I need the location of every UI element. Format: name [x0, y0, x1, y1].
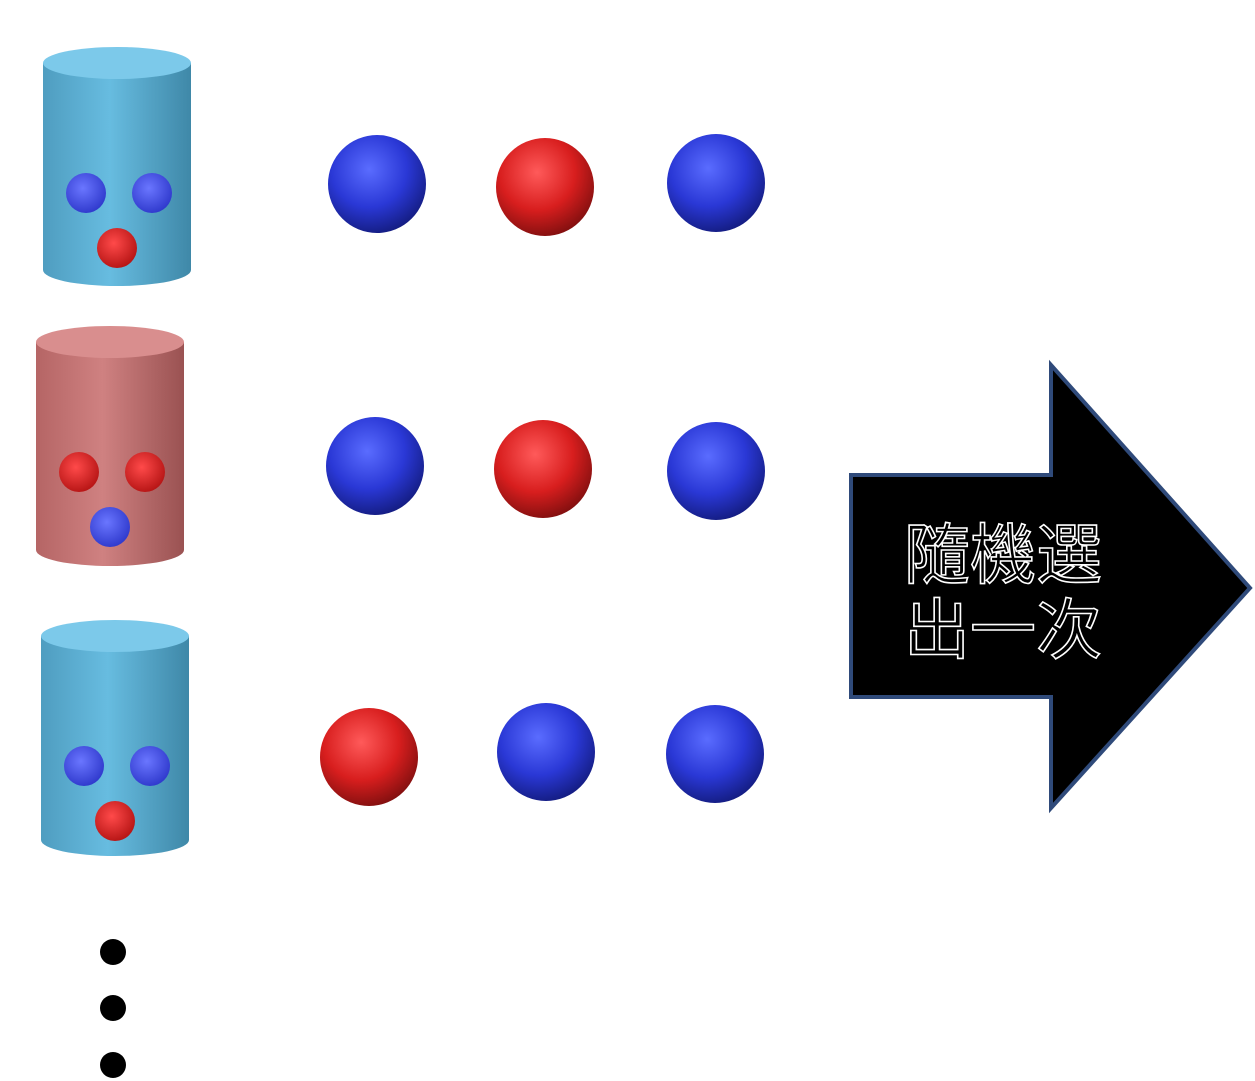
ellipsis-dot — [100, 995, 126, 1021]
red-ball-in-jar — [59, 452, 99, 492]
blue-drawn-ball — [326, 417, 424, 515]
red-ball-in-jar — [95, 801, 135, 841]
random-draw-arrow: 隨機選 出一次 — [849, 359, 1253, 814]
arrow-label-line1: 隨機選 — [904, 517, 1102, 594]
rows — [36, 47, 765, 856]
red-ball-in-jar — [125, 452, 165, 492]
blue-ball-in-jar — [130, 746, 170, 786]
arrow-icon — [849, 359, 1253, 814]
red-ball-in-jar — [97, 228, 137, 268]
blue-ball-in-jar — [64, 746, 104, 786]
blue-drawn-ball — [666, 705, 764, 803]
red-jar-icon — [36, 326, 184, 566]
jar-body — [41, 636, 189, 856]
blue-ball-in-jar — [66, 173, 106, 213]
blue-drawn-ball — [497, 703, 595, 801]
jar-body — [43, 63, 191, 286]
blue-drawn-ball — [667, 134, 765, 232]
jar-top — [36, 326, 184, 358]
jar-row-3 — [41, 620, 764, 856]
jar-top — [41, 620, 189, 652]
jar-row-2 — [36, 326, 765, 566]
blue-ball-in-jar — [90, 507, 130, 547]
ellipsis-icon — [100, 939, 126, 1078]
arrow-label-line2: 出一次 — [904, 592, 1102, 669]
ellipsis-dot — [100, 939, 126, 965]
jar-body — [36, 342, 184, 566]
jar-row-1 — [43, 47, 765, 286]
blue-jar-icon — [41, 620, 189, 856]
red-drawn-ball — [494, 420, 592, 518]
blue-drawn-ball — [328, 135, 426, 233]
red-drawn-ball — [320, 708, 418, 806]
blue-ball-in-jar — [132, 173, 172, 213]
blue-drawn-ball — [667, 422, 765, 520]
ellipsis-dot — [100, 1052, 126, 1078]
blue-jar-icon — [43, 47, 191, 286]
jar-top — [43, 47, 191, 79]
red-drawn-ball — [496, 138, 594, 236]
